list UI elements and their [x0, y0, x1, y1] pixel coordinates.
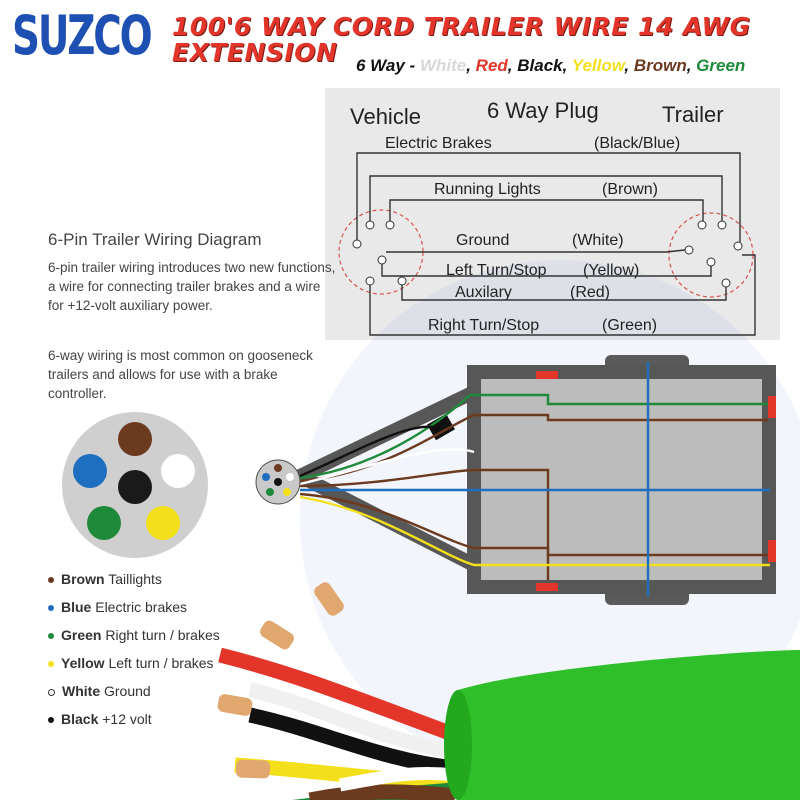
legend-item-white: White Ground: [48, 683, 151, 699]
yellow-dot-icon: [48, 661, 54, 668]
color-list-item: Black: [517, 56, 563, 75]
color-list-item: Red: [475, 56, 508, 75]
brand-logo: SUZCO: [12, 4, 153, 67]
wire-name: Auxilary: [455, 284, 512, 301]
legend-item-yellow: Yellow Left turn / brakes: [48, 655, 214, 671]
color-list-item: ,: [466, 56, 476, 75]
wire-name: Running Lights: [434, 181, 541, 198]
green-dot-icon: [48, 633, 54, 640]
wire-color: (Green): [602, 317, 657, 334]
white-dot-icon: [48, 688, 55, 696]
color-list-item: 6 Way -: [356, 56, 420, 75]
product-title-line2: EXTENSION: [172, 38, 338, 67]
color-list-item: Yellow: [571, 56, 625, 75]
wire-name: Ground: [456, 232, 509, 249]
legend-meaning: Right turn / brakes: [105, 627, 220, 643]
legend-meaning: Taillights: [108, 571, 162, 587]
blue-dot-icon: [48, 605, 54, 612]
color-list-item: ,: [562, 56, 572, 75]
legend-item-blue: Blue Electric brakes: [48, 599, 187, 615]
wire-color: (Red): [570, 284, 610, 301]
color-list-item: ,: [624, 56, 634, 75]
trailer-diagram-icon: [255, 355, 776, 605]
wire-name: Electric Brakes: [385, 135, 492, 152]
color-list-item: Brown: [633, 56, 687, 75]
legend-meaning: Ground: [104, 683, 151, 699]
product-title-line1: 100'6 WAY CORD TRAILER WIRE 14 AWG: [172, 12, 751, 41]
legend-color-name: Yellow: [61, 655, 105, 671]
legend-color-name: Green: [61, 627, 102, 643]
wire-color: (Yellow): [583, 262, 639, 279]
black-dot-icon: [48, 717, 54, 724]
wire-color: (White): [572, 232, 624, 249]
legend-meaning: +12 volt: [102, 711, 152, 727]
legend-color-name: Black: [61, 711, 99, 727]
legend-item-brown: Brown Taillights: [48, 571, 162, 587]
wire-name: Right Turn/Stop: [428, 317, 539, 334]
info-paragraph: 6-pin trailer wiring introduces two new …: [48, 260, 336, 313]
color-list: 6 Way - White, Red, Black, Yellow, Brown…: [356, 56, 745, 76]
wire-name: Left Turn/Stop: [446, 262, 547, 279]
legend-item-green: Green Right turn / brakes: [48, 627, 220, 643]
cable-icon: [217, 582, 800, 800]
color-list-item: Green: [696, 56, 746, 75]
legend-color-name: White: [62, 683, 101, 699]
info-heading: 6-Pin Trailer Wiring Diagram: [48, 230, 262, 249]
legend-meaning: Left turn / brakes: [108, 655, 214, 671]
pin-connector-icon: [62, 412, 208, 558]
color-list-item: ,: [507, 56, 518, 75]
plug-title: 6 Way Plug: [487, 98, 599, 123]
legend-meaning: Electric brakes: [95, 599, 188, 615]
info-paragraph: 6-way wiring is most common on gooseneck…: [48, 348, 313, 401]
vehicle-label: Vehicle: [350, 104, 421, 129]
wire-color: (Brown): [602, 181, 658, 198]
plug-wires: [356, 152, 756, 336]
trailer-label: Trailer: [662, 102, 724, 127]
legend-item-black: Black +12 volt: [48, 711, 152, 727]
legend-color-name: Brown: [61, 571, 105, 587]
legend-color-name: Blue: [61, 599, 92, 615]
wire-color: (Black/Blue): [594, 135, 680, 152]
color-list-item: White: [419, 56, 467, 75]
brown-dot-icon: [48, 577, 54, 584]
color-list-item: ,: [686, 56, 697, 75]
